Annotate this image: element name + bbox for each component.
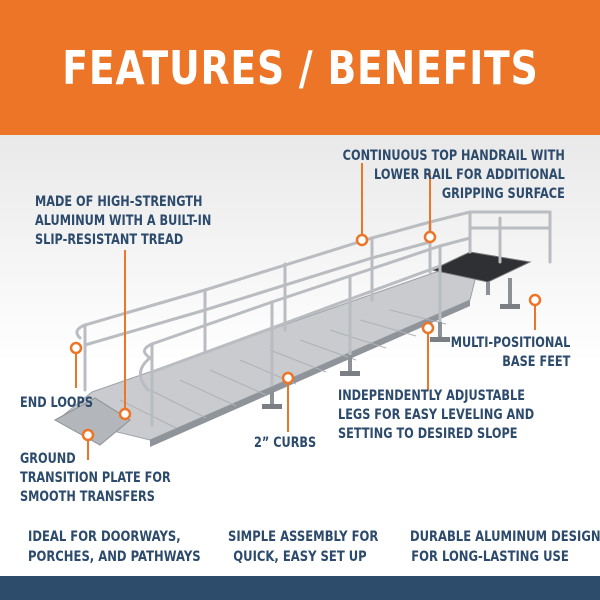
callout-legs: INDEPENDENTLY ADJUSTABLE LEGS FOR EASY L…: [338, 387, 534, 444]
callout-transition: GROUND TRANSITION PLATE FOR SMOOTH TRANS…: [20, 450, 171, 507]
callout-transition-line: GROUND: [20, 451, 76, 467]
callout-transition-line: TRANSITION PLATE FOR: [20, 470, 171, 486]
benefit-line: QUICK, EASY SET UP: [233, 549, 367, 565]
callout-legs-line: INDEPENDENTLY ADJUSTABLE: [338, 388, 525, 404]
callout-handrail-line: CONTINUOUS TOP HANDRAIL WITH: [342, 148, 565, 164]
header-banner: FEATURES / BENEFITS: [0, 0, 600, 135]
callout-dot-base-feet: [528, 293, 542, 307]
page-title: FEATURES / BENEFITS: [61, 40, 539, 95]
callout-aluminum-line: ALUMINUM WITH A BUILT-IN: [35, 213, 212, 229]
legs: [270, 278, 512, 405]
callout-dot-aluminum: [118, 407, 132, 421]
callout-curbs-line: 2” CURBS: [254, 435, 317, 451]
benefit-line: SIMPLE ASSEMBLY FOR: [228, 529, 379, 545]
callout-legs-line: LEGS FOR EASY LEVELING AND: [338, 407, 535, 423]
callout-curbs: 2” CURBS: [254, 434, 316, 453]
benefit-assembly: SIMPLE ASSEMBLY FOR QUICK, EASY SET UP: [228, 527, 379, 567]
top-platform: [430, 251, 532, 283]
handrails: [75, 210, 552, 427]
callout-handrail-line: GRIPPING SURFACE: [442, 186, 565, 202]
callout-dot-handrail: [423, 230, 437, 244]
callout-base-feet-line: MULTI-POSITIONAL: [450, 335, 570, 351]
benefit-line: FOR LONG-LASTING USE: [411, 549, 569, 565]
benefit-doorways: IDEAL FOR DOORWAYS, PORCHES, AND PATHWAY…: [28, 527, 201, 567]
callout-end-loops-line: END LOOPS: [20, 395, 93, 411]
footer-bar: [0, 576, 600, 600]
callout-dot-curbs: [281, 371, 295, 385]
callout-handrail-line: LOWER RAIL FOR ADDITIONAL: [374, 167, 565, 183]
callout-legs-line: SETTING TO DESIRED SLOPE: [338, 426, 518, 442]
benefit-durable: DURABLE ALUMINUM DESIGN FOR LONG-LASTING…: [410, 527, 600, 567]
tread-lines: [119, 309, 447, 429]
callout-dot-transition: [81, 428, 95, 442]
callout-handrail: CONTINUOUS TOP HANDRAIL WITH LOWER RAIL …: [343, 147, 565, 204]
callout-aluminum: MADE OF HIGH-STRENGTH ALUMINUM WITH A BU…: [35, 193, 211, 250]
benefit-line: PORCHES, AND PATHWAYS: [28, 549, 201, 565]
callout-transition-line: SMOOTH TRANSFERS: [20, 489, 155, 505]
callout-base-feet: MULTI-POSITIONAL BASE FEET: [450, 334, 570, 372]
callout-dot-end-loops: [69, 341, 83, 355]
callout-aluminum-line: SLIP-RESISTANT TREAD: [35, 232, 184, 248]
benefit-line: IDEAL FOR DOORWAYS,: [28, 529, 181, 545]
base-feet: [262, 304, 520, 409]
callout-aluminum-line: MADE OF HIGH-STRENGTH: [35, 194, 203, 210]
benefit-line: DURABLE ALUMINUM DESIGN: [410, 529, 600, 545]
callout-base-feet-line: BASE FEET: [501, 354, 570, 370]
callout-dot-handrail-2: [355, 233, 369, 247]
ramp-deck-side: [150, 300, 470, 447]
callout-end-loops: END LOOPS: [20, 394, 93, 413]
callout-dot-legs: [421, 321, 435, 335]
